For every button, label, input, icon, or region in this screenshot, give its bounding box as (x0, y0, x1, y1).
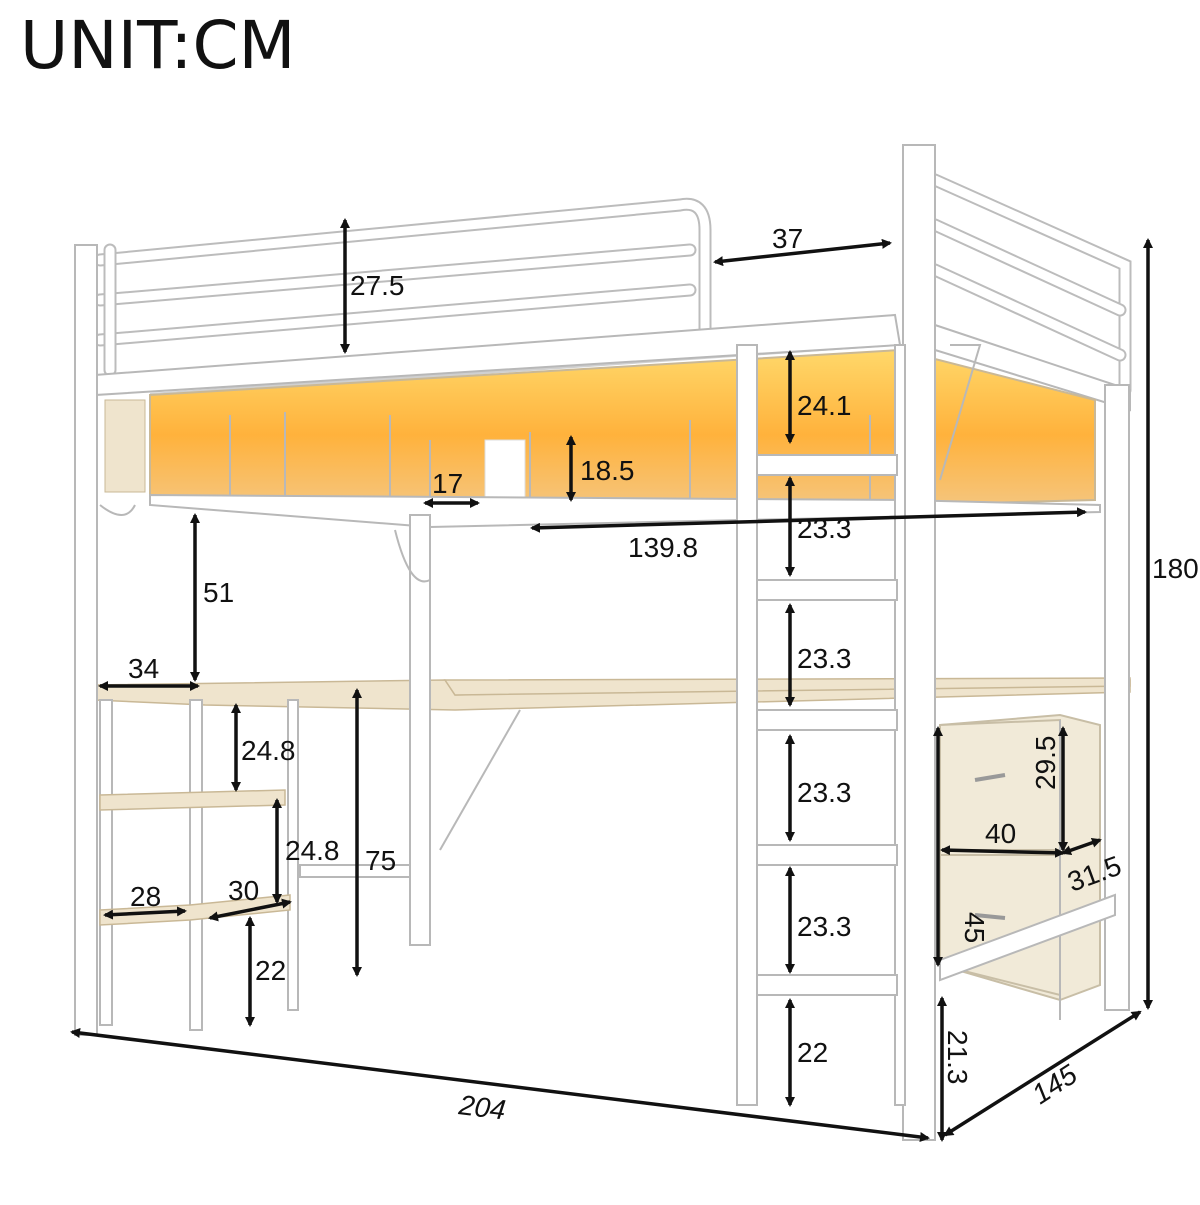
guard-height-label: 27.5 (350, 270, 405, 301)
ladder-gap-top-label: 37 (772, 223, 803, 254)
rung-4-label: 23.3 (797, 911, 852, 942)
lit-storage-shelf (104, 348, 1101, 529)
ladder-rung (756, 454, 898, 476)
desk-clearance-label: 51 (203, 577, 234, 608)
dimension-arrows (70, 218, 1153, 1142)
rung-bottom-label: 22 (797, 1037, 828, 1068)
drawer-unit-height-label: 45 (959, 912, 990, 943)
desk-height-label: 75 (365, 845, 396, 876)
rung-3-label: 23.3 (797, 777, 852, 808)
rung-2-label: 23.3 (797, 643, 852, 674)
ladder-rung (756, 844, 898, 866)
shelf-height-label: 18.5 (580, 455, 635, 486)
right-front-post (902, 144, 936, 1141)
bed-illustration (74, 144, 1132, 1141)
desk-depth-label: 34 (128, 653, 159, 684)
ladder (736, 344, 906, 1106)
rung-1-label: 23.3 (797, 513, 852, 544)
width-label: 145 (1026, 1058, 1082, 1110)
side-shelf-1-label: 24.8 (241, 735, 296, 766)
center-post (409, 514, 431, 946)
drawer-width-label: 40 (985, 818, 1016, 849)
left-post (74, 244, 98, 1036)
side-shelf-depth-label: 28 (130, 881, 161, 912)
drawer-floor-gap-label: 21.3 (942, 1030, 973, 1085)
total-height-label: 180 (1152, 553, 1199, 584)
side-shelf-width-label: 30 (228, 875, 259, 906)
side-shelf-bottom-label: 22 (255, 955, 286, 986)
length-label: 204 (456, 1089, 507, 1126)
side-shelf-2-label: 24.8 (285, 835, 340, 866)
ladder-rung (756, 579, 898, 601)
ladder-rung (756, 974, 898, 996)
unit-title: UNIT:CM (20, 7, 295, 84)
drawer-height-label: 29.5 (1030, 736, 1061, 791)
ladder-rung (756, 709, 898, 731)
shelf-length-label: 139.8 (628, 532, 698, 563)
l-shaped-desk (94, 677, 1131, 711)
top-to-shelf-label: 24.1 (797, 390, 852, 421)
shelf-opening-label: 17 (432, 468, 463, 499)
